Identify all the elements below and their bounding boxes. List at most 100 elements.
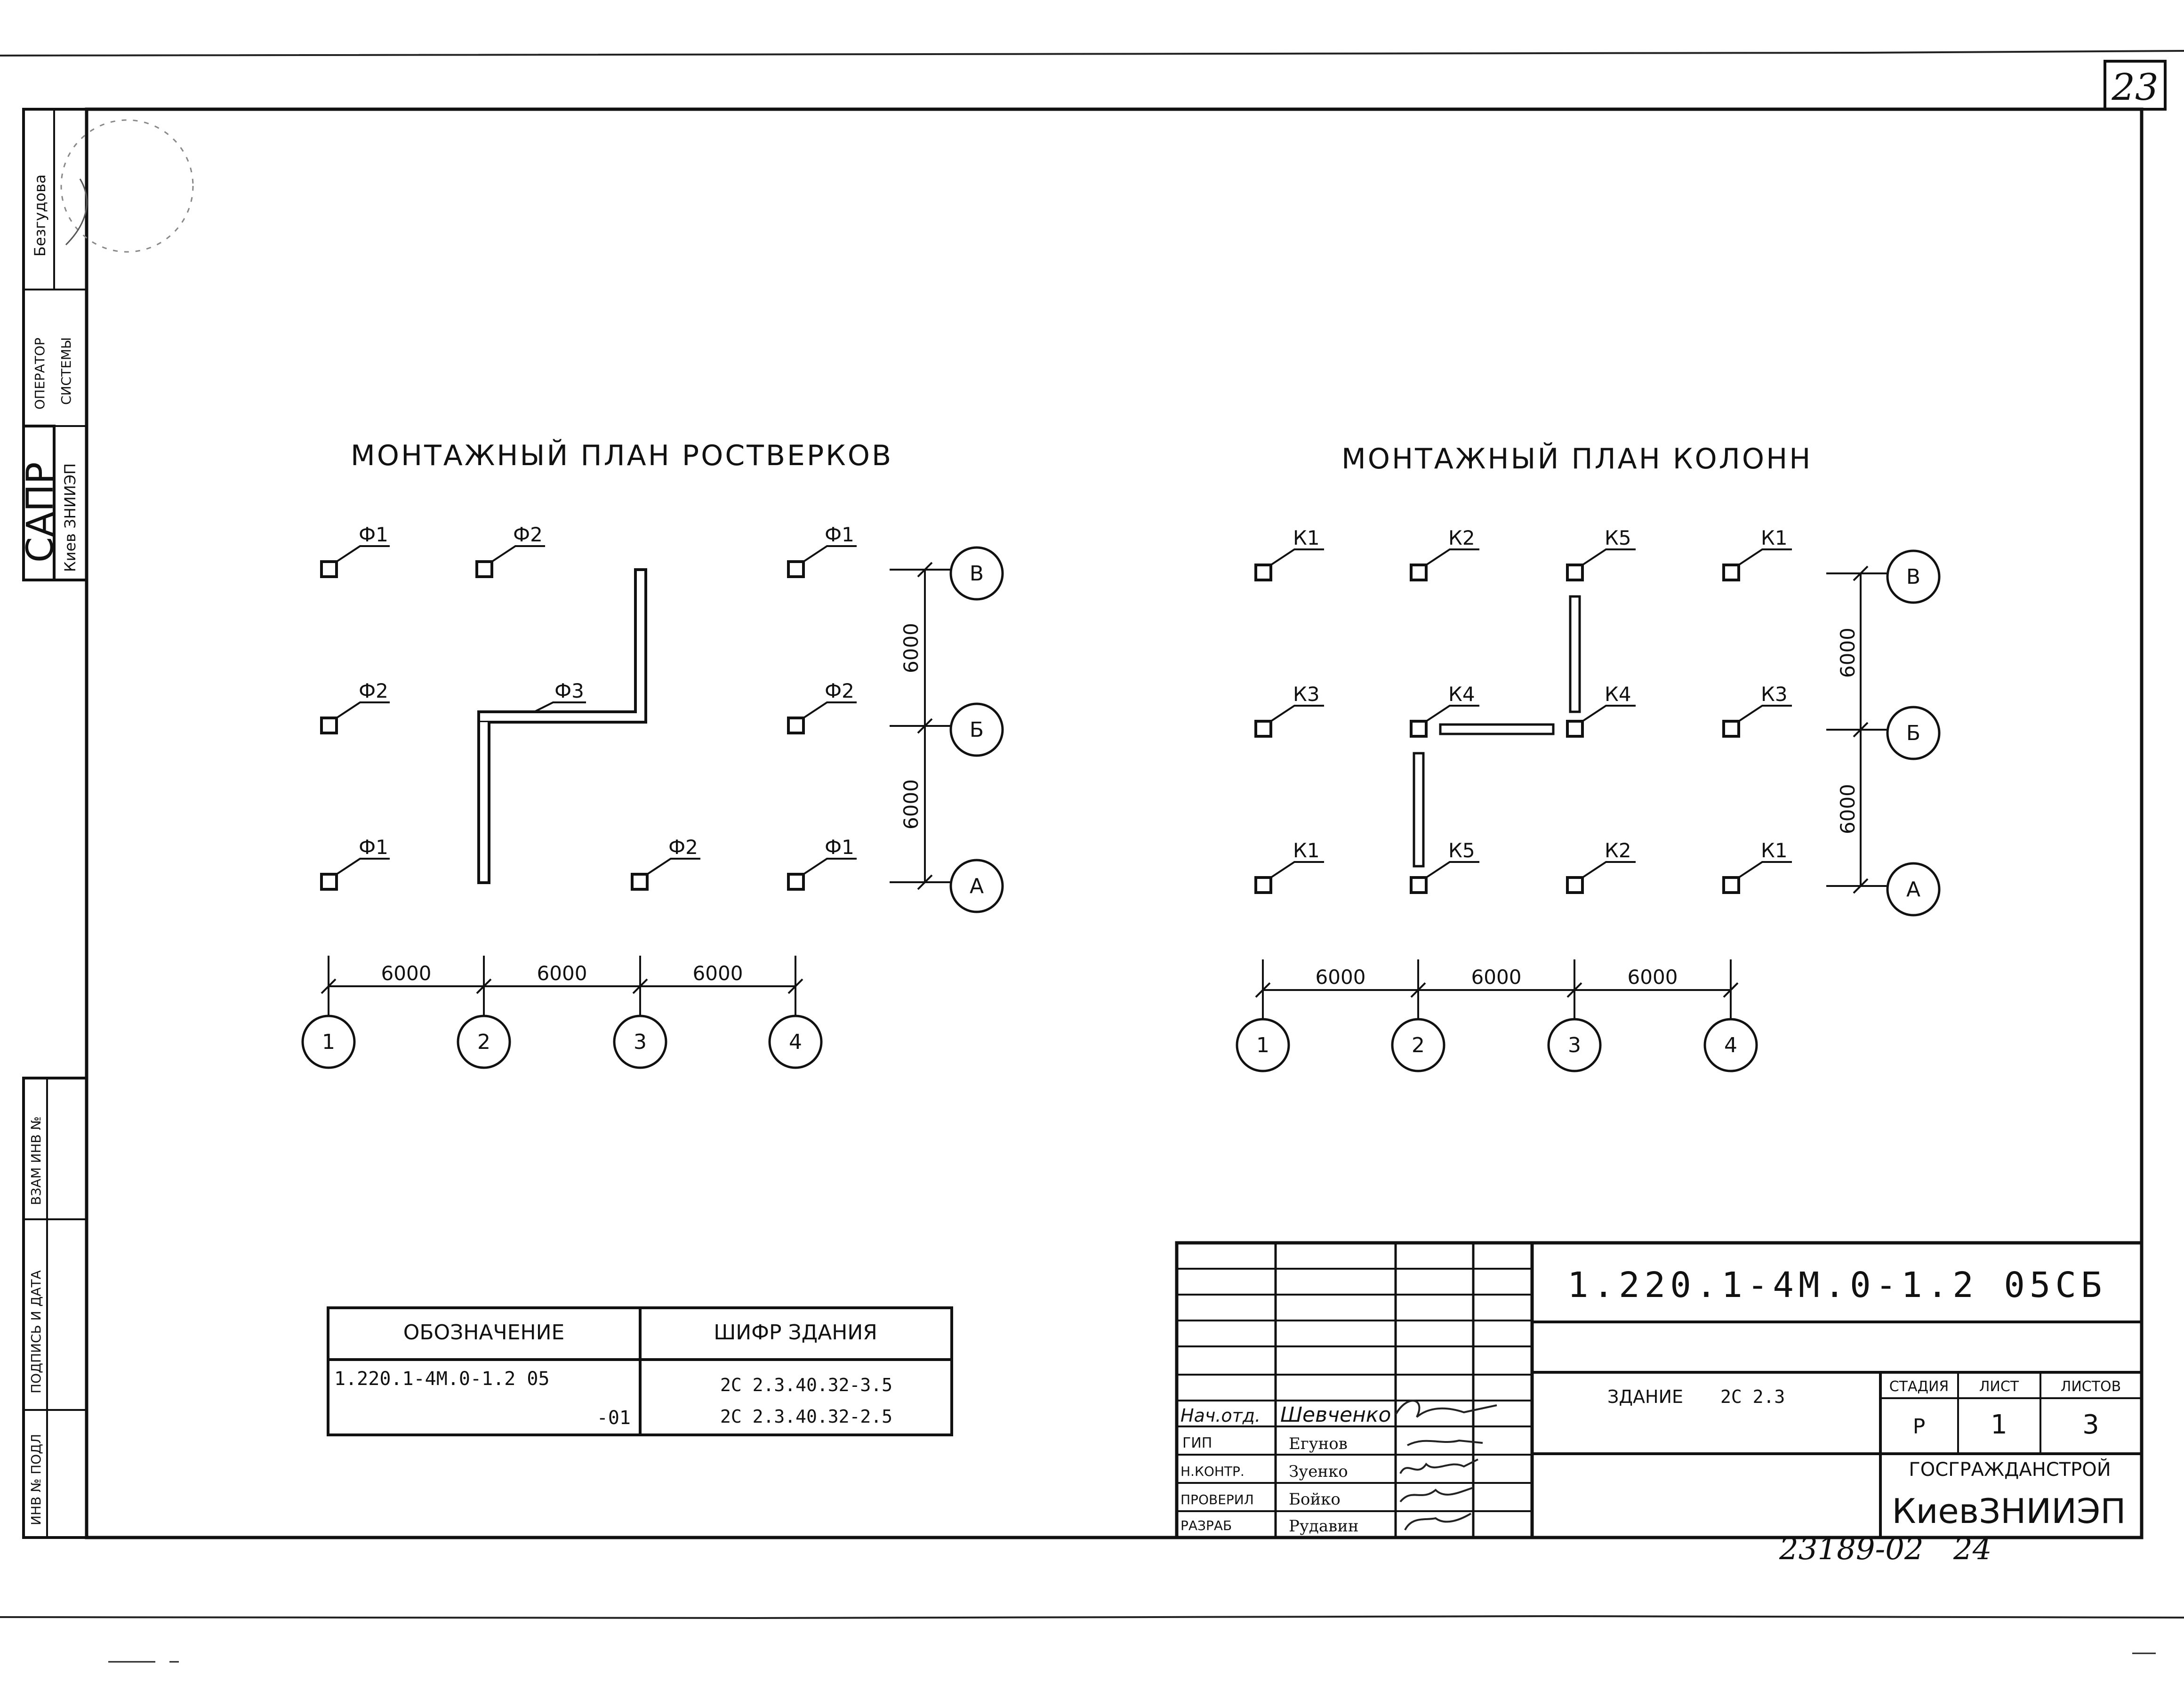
signer-name: Зуенко — [1289, 1462, 1348, 1481]
table-cell: -01 — [597, 1407, 631, 1429]
dimension-label: 6000 — [1836, 628, 1859, 678]
trim-lines — [0, 50, 2184, 1663]
organization: ГОСГРАЖДАНСТРОЙ — [1909, 1458, 2111, 1481]
stage-label: СТАДИЯ — [1889, 1378, 1949, 1395]
signer-name: Бойко — [1289, 1490, 1341, 1509]
column-node — [1254, 720, 1272, 738]
mark-label: К5 — [1448, 839, 1475, 862]
page-number: 23 — [2111, 66, 2158, 109]
column-node — [1566, 720, 1584, 738]
dimension-label: 6000 — [899, 779, 923, 829]
building-label: ЗДАНИЕ — [1607, 1386, 1683, 1407]
mark-label: Ф1 — [359, 836, 388, 859]
brace-k5-top — [1569, 595, 1581, 713]
axis-label: Б — [1906, 721, 1920, 745]
role-label: Н.КОНТР. — [1180, 1464, 1245, 1479]
axis-bubbles-numbers — [301, 1015, 823, 1069]
sidebar-operator: ОПЕРАТОР — [32, 338, 48, 410]
role-label: ГИП — [1182, 1435, 1212, 1451]
column-node — [1410, 876, 1428, 894]
axis-label: В — [970, 562, 984, 586]
dimension-label: 6000 — [1316, 966, 1366, 989]
institute: КиевЗНИИЭП — [1892, 1491, 2126, 1531]
mark-label: К4 — [1448, 683, 1475, 706]
strip-footing-f3 — [477, 722, 490, 884]
dimension-chain-vertical — [890, 562, 951, 890]
plan-columns: МОНТАЖНЫЙ ПЛАН КОЛОНН — [1236, 442, 1941, 1072]
mark-label: Ф2 — [359, 679, 388, 702]
axis-bubbles-letters — [949, 546, 1004, 913]
archive-page: 24 — [1953, 1532, 1991, 1567]
dimension-chain-horizontal — [321, 956, 803, 1017]
column-node — [1410, 564, 1428, 581]
axis-label: В — [1906, 565, 1920, 589]
role-label: РАЗРАБ — [1180, 1518, 1232, 1533]
signer-name: Егунов — [1289, 1434, 1348, 1453]
dimension-chain-vertical — [1826, 565, 1887, 894]
axis-label: 2 — [477, 1030, 490, 1054]
foundation-node — [320, 717, 338, 734]
mark-label: К3 — [1293, 683, 1320, 706]
title-block: 1.220.1-4М.0-1.2 05СБ ЗДАНИЕ 2С 2.3 СТАД… — [1175, 1241, 2144, 1539]
foundation-nodes — [320, 560, 805, 891]
sheets-label: ЛИСТОВ — [2061, 1378, 2121, 1395]
foundation-node — [787, 560, 805, 578]
stage-value: Р — [1913, 1415, 1926, 1439]
axis-bubbles-numbers — [1236, 1018, 1758, 1072]
mark-label: Ф1 — [359, 523, 388, 546]
mark-label: К3 — [1761, 683, 1788, 706]
axis-label: Б — [970, 718, 984, 742]
plan-columns-title: МОНТАЖНЫЙ ПЛАН КОЛОНН — [1341, 442, 1812, 475]
column-node — [1410, 720, 1428, 738]
plan-rostverk-title: МОНТАЖНЫЙ ПЛАН РОСТВЕРКОВ — [351, 438, 893, 472]
mark-label: К1 — [1293, 839, 1320, 862]
brace-k4 — [1439, 723, 1555, 735]
mark-label: К1 — [1761, 526, 1788, 549]
plan-rostverk: МОНТАЖНЫЙ ПЛАН РОСТВЕРКОВ Ф1 — [301, 438, 1004, 1069]
sheet-label: ЛИСТ — [1979, 1378, 2019, 1395]
sidebar-system: СИСТЕМЫ — [58, 337, 74, 405]
dimension-chain-horizontal — [1255, 959, 1739, 1021]
dimension-label: 6000 — [537, 962, 587, 985]
sidebar-institute: Киев ЗНИИЭП — [61, 463, 79, 572]
foundation-node — [320, 560, 338, 578]
foundation-node — [787, 717, 805, 734]
mark-label: Ф1 — [825, 523, 854, 546]
table-header-building: ШИФР ЗДАНИЯ — [714, 1321, 877, 1345]
left-sidebar — [22, 108, 194, 1539]
mark-leaders — [336, 545, 857, 875]
table-header-designation: ОБОЗНАЧЕНИЕ — [403, 1321, 565, 1345]
axis-bubbles-letters — [1886, 549, 1941, 917]
sidebar-podpis: ПОДПИСЬ И ДАТА — [28, 1270, 44, 1393]
column-node — [1254, 876, 1272, 894]
sheets-value: 3 — [2082, 1409, 2099, 1440]
mark-label: Ф2 — [513, 523, 543, 546]
foundation-node — [475, 560, 493, 578]
page-number-box: 23 — [2104, 60, 2167, 111]
mark-label: Ф3 — [554, 679, 584, 702]
table-cell: 2С 2.3.40.32-2.5 — [720, 1406, 892, 1427]
mark-label: К4 — [1605, 683, 1631, 706]
column-nodes — [1254, 564, 1740, 894]
axis-label: 3 — [634, 1030, 647, 1054]
brace-k5-bottom — [1413, 752, 1425, 868]
sheet-value: 1 — [1991, 1409, 2007, 1440]
building-code: 2С 2.3 — [1720, 1386, 1785, 1407]
dimension-label: 6000 — [381, 962, 432, 985]
sidebar-name: Безгудова — [31, 174, 49, 257]
axis-label: 3 — [1568, 1033, 1581, 1057]
foundation-node — [787, 873, 805, 891]
table-cell: 1.220.1-4М.0-1.2 05 — [334, 1368, 550, 1390]
signer-name: Шевченко — [1280, 1403, 1391, 1427]
mark-label: Ф2 — [825, 679, 854, 702]
dimension-label: 6000 — [1628, 966, 1678, 989]
column-node — [1722, 720, 1740, 738]
mark-label: Ф2 — [668, 836, 698, 859]
axis-label: А — [970, 874, 984, 898]
role-label: Нач.отд. — [1180, 1405, 1261, 1426]
axis-label: 1 — [322, 1030, 335, 1054]
column-node — [1566, 876, 1584, 894]
axis-label: 1 — [1256, 1033, 1269, 1057]
strip-footing-f3 — [477, 568, 647, 724]
archive-number: 23189-02 — [1779, 1532, 1924, 1567]
